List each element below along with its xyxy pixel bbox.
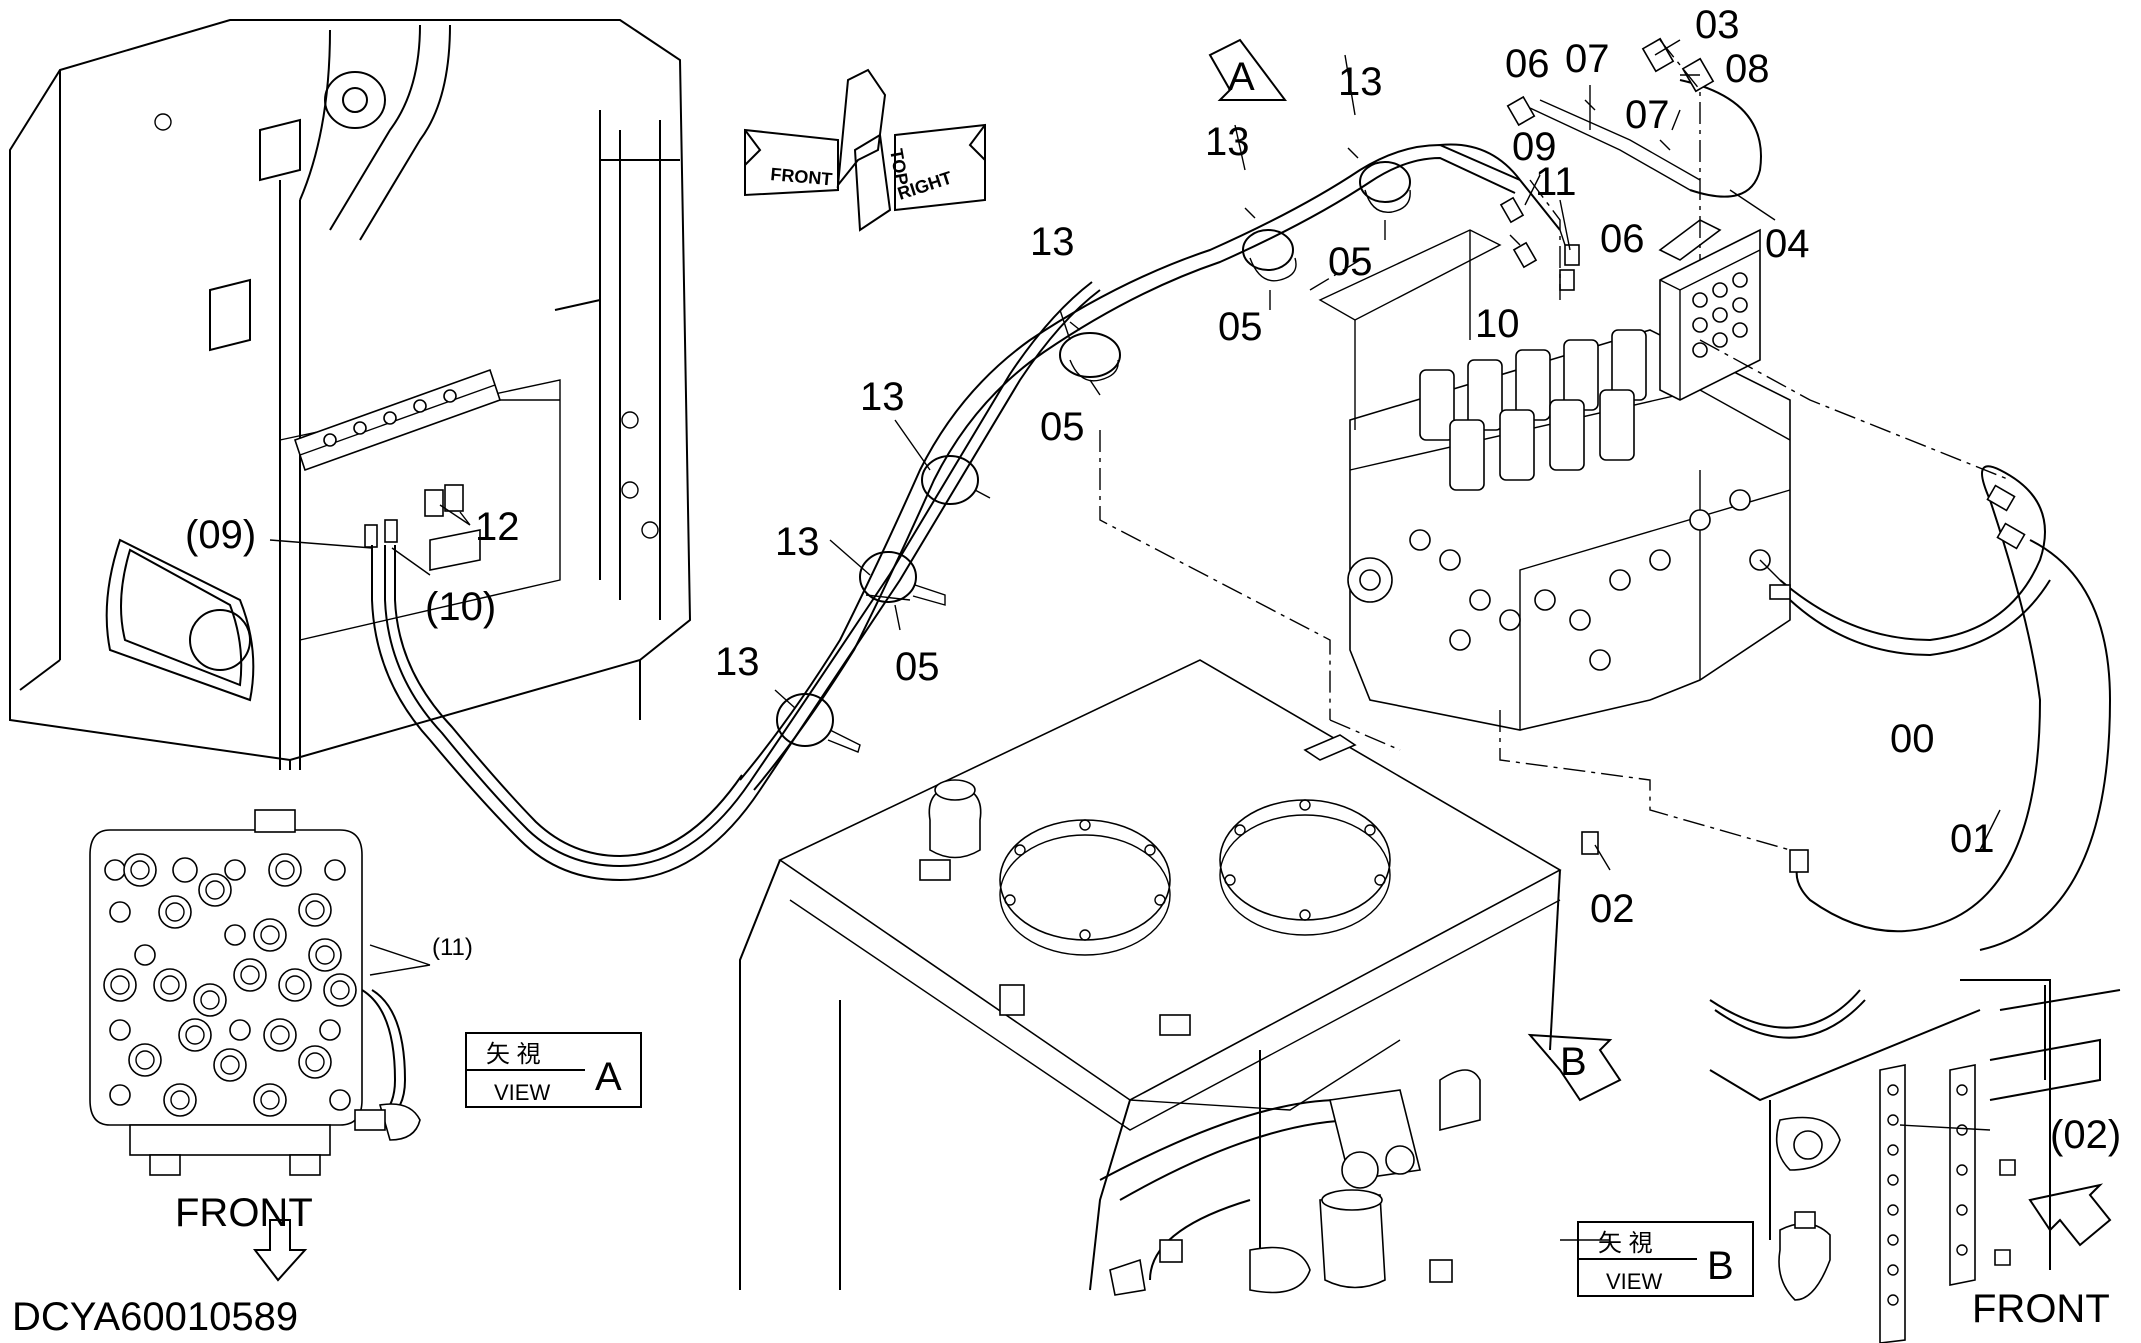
leader-lines xyxy=(269,39,2001,1241)
label-13-d: 13 xyxy=(860,375,905,419)
view-box-a-view: VIEW xyxy=(494,1080,550,1105)
label-13-b: 13 xyxy=(1205,120,1250,164)
clamps xyxy=(776,147,1411,753)
view-arrow-a: A xyxy=(1208,38,1287,101)
valve-fittings xyxy=(1409,489,1771,671)
view-a-ports xyxy=(103,853,357,1117)
hydraulic-tank xyxy=(739,659,1599,1291)
label-06-bottom: 06 xyxy=(1600,217,1645,261)
label-02-paren: (02) xyxy=(2050,1113,2121,1157)
main-pipe xyxy=(739,143,1561,791)
tank-plumbing xyxy=(1099,1089,1453,1296)
hose-09-10 xyxy=(371,281,1101,882)
reference-lines xyxy=(1099,179,2011,851)
bracket-plate xyxy=(1309,229,1502,430)
label-00: 00 xyxy=(1890,717,1935,761)
label-09-paren: (09) xyxy=(185,513,256,557)
label-06-top: 06 xyxy=(1505,42,1550,86)
label-05-a: 05 xyxy=(1328,240,1373,284)
label-02: 02 xyxy=(1590,887,1635,931)
view-box-b-letter: B xyxy=(1707,1244,1734,1288)
view-arrow-a-letter: A xyxy=(1228,55,1255,99)
callout-labels: 13 13 13 13 13 13 05 05 05 05 06 06 07 0… xyxy=(185,3,2121,1157)
orientation-front: FRONT xyxy=(770,164,834,189)
label-09: 09 xyxy=(1512,125,1557,169)
view-box-b-view: VIEW xyxy=(1606,1269,1662,1294)
label-13-e: 13 xyxy=(775,520,820,564)
view-box-b-kanji: 矢 視 xyxy=(1598,1230,1653,1257)
view-b-detail xyxy=(1709,979,2121,1343)
view-arrow-b: B xyxy=(1527,1033,1622,1102)
manifold-block xyxy=(293,368,502,571)
label-13-f: 13 xyxy=(715,640,760,684)
label-05-c: 05 xyxy=(1040,405,1085,449)
valve-spools xyxy=(1419,329,1647,491)
label-07-bottom: 07 xyxy=(1625,93,1670,137)
label-08: 08 xyxy=(1725,47,1770,91)
front-label-right: FRONT xyxy=(1972,1287,2110,1331)
front-arrow-left xyxy=(252,1219,308,1282)
view-arrow-b-letter: B xyxy=(1560,1040,1587,1084)
pilot-block xyxy=(1658,219,1761,401)
label-11-paren: (11) xyxy=(432,934,473,961)
label-10-paren: (10) xyxy=(425,585,496,629)
label-07-top: 07 xyxy=(1565,37,1610,81)
label-12: 12 xyxy=(475,505,520,549)
label-11: 11 xyxy=(1535,160,1577,204)
label-05-d: 05 xyxy=(895,645,940,689)
label-05-b: 05 xyxy=(1218,305,1263,349)
orientation-icon: TOP FRONT RIGHT xyxy=(744,68,986,232)
drawing-code: DCYA60010589 xyxy=(12,1295,298,1339)
view-box-a-letter: A xyxy=(595,1055,622,1099)
view-box-a: 矢 視 VIEW A xyxy=(465,1032,642,1108)
hose-00-01 xyxy=(1769,465,2112,951)
view-box-b: 矢 視 VIEW B xyxy=(1577,1221,1754,1297)
front-label-left: FRONT xyxy=(175,1191,313,1235)
front-arrow-right xyxy=(2028,1183,2112,1247)
label-03: 03 xyxy=(1695,3,1740,47)
label-13-c: 13 xyxy=(1030,220,1075,264)
tank-bolts xyxy=(1004,799,1386,941)
frame-structure xyxy=(9,19,692,770)
view-box-a-kanji: 矢 視 xyxy=(486,1041,541,1068)
control-valve xyxy=(1347,329,1791,731)
label-13-top: 13 xyxy=(1338,60,1383,104)
label-01: 01 xyxy=(1950,817,1995,861)
view-a-detail xyxy=(89,809,421,1176)
label-04: 04 xyxy=(1765,222,1810,266)
label-10: 10 xyxy=(1475,302,1520,346)
